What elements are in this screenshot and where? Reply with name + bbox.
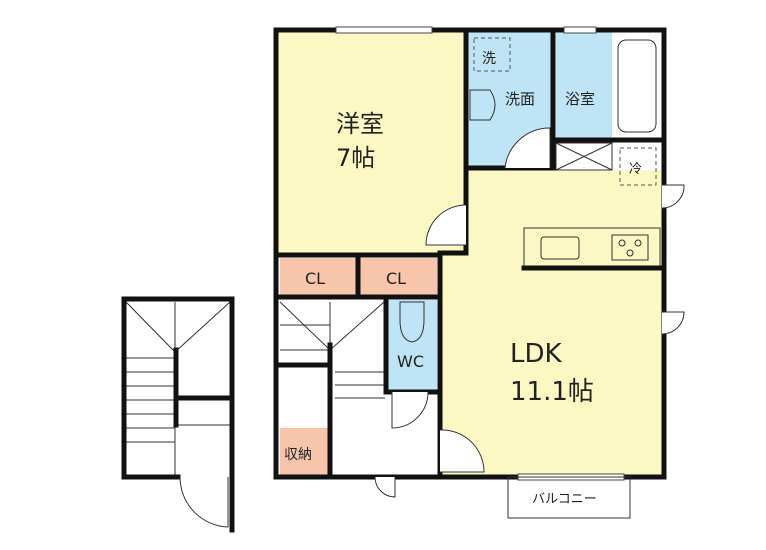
washer-label: 洗	[482, 51, 496, 67]
washroom-label: 洗面	[505, 90, 535, 108]
washbasin	[469, 89, 496, 121]
ldk-size: 11.1帖	[510, 377, 594, 407]
ldk-label: LDK	[510, 339, 563, 369]
fridge-space	[619, 147, 657, 186]
ldk-area	[440, 170, 662, 475]
bathtub	[617, 39, 657, 133]
sink	[540, 236, 580, 260]
doors[interactable]	[374, 127, 685, 498]
fridge-label: 冷	[629, 162, 642, 177]
balcony-label: バルコニー	[532, 492, 597, 507]
washer-space	[473, 37, 511, 72]
closet-1-area	[280, 258, 356, 295]
closet-2-area	[360, 258, 437, 295]
bathtub-area	[612, 32, 662, 138]
exterior-staircase	[121, 296, 235, 533]
stove	[611, 234, 649, 261]
toilet	[399, 301, 425, 343]
western-room-area	[278, 32, 466, 254]
walls	[273, 27, 667, 480]
closet-1-label: CL	[305, 269, 325, 288]
window	[335, 26, 433, 34]
balcony	[507, 476, 631, 519]
storage-label: 収納	[284, 447, 312, 463]
wc-area	[388, 300, 437, 390]
bath-area	[556, 32, 612, 138]
western-room-label: 洋室	[336, 110, 384, 138]
window	[563, 26, 597, 34]
storage-area	[280, 428, 330, 475]
closet-2-label: CL	[386, 269, 406, 288]
wc-label: WC	[397, 352, 424, 371]
western-room-size: 7帖	[336, 144, 375, 172]
linen-closet	[555, 142, 613, 171]
bath-label: 浴室	[565, 90, 595, 108]
